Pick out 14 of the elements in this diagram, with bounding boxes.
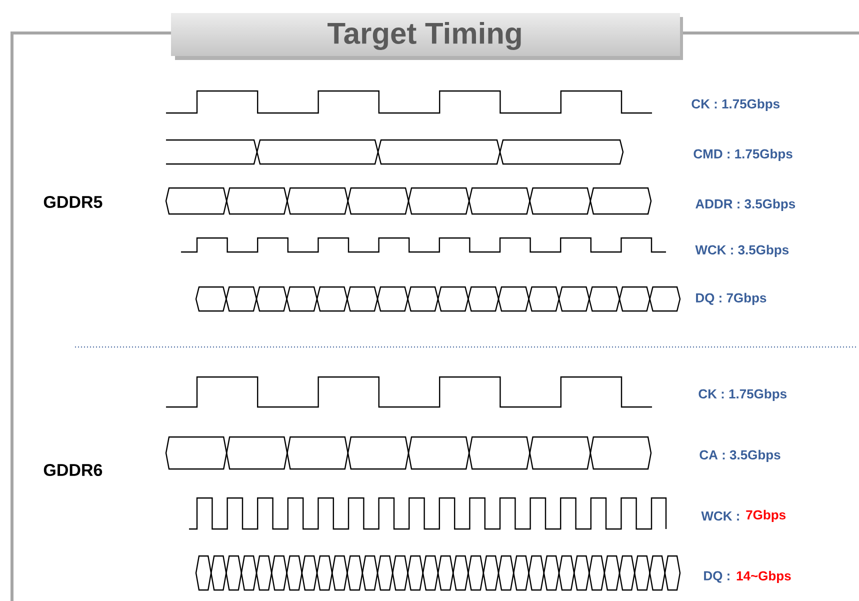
rate-value: 14~Gbps — [736, 570, 791, 584]
signal-label: CMD : 1.75Gbps — [694, 148, 792, 162]
signal-label: WCK : 3.5Gbps — [695, 244, 789, 258]
title-tab: Target Timing — [171, 13, 683, 60]
memory-type-label: GDDR6 — [44, 464, 102, 476]
signal-label: CA : 3.5Gbps — [700, 450, 780, 462]
memory-type-label: GDDR5 — [44, 196, 102, 208]
signal-label: ADDR : 3.5Gbps — [696, 198, 796, 212]
signal-label: WCK : — [701, 511, 739, 521]
signal-label: CK : 1.75Gbps — [692, 98, 780, 112]
signal-label: CK : 1.75Gbps — [698, 388, 787, 402]
signal-label: DQ : — [704, 571, 730, 583]
signal-label: DQ : 7Gbps — [696, 292, 766, 306]
rate-value: 7Gbps — [746, 510, 786, 522]
